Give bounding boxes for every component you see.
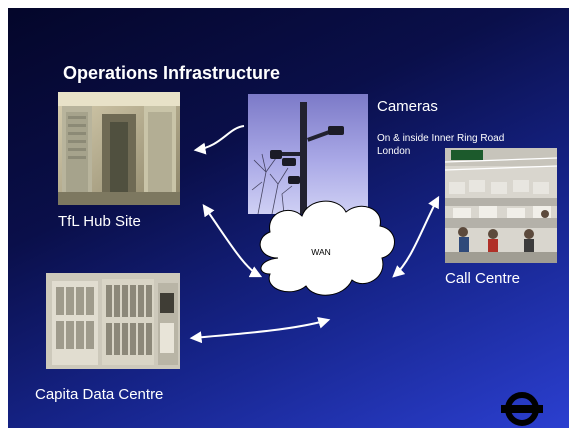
call-centre-photo (445, 148, 557, 263)
arrow-hub-to-wan (202, 204, 263, 278)
wan-cloud: WAN (259, 200, 395, 296)
hub-site-label: TfL Hub Site (58, 213, 141, 230)
call-centre-label: Call Centre (445, 270, 521, 287)
cameras-note-line1: On & inside Inner Ring Road (377, 133, 505, 144)
cameras-photo (248, 94, 368, 214)
wan-label: WAN (311, 247, 331, 257)
data-centre-photo (46, 273, 180, 369)
arrow-datacentre-to-wan (189, 316, 331, 344)
slide-title: Operations Infrastructure (63, 63, 281, 83)
cameras-note-line2: London (377, 146, 411, 157)
arrow-cameras-to-hub (193, 125, 245, 155)
arrow-wan-to-callcentre (392, 195, 440, 278)
data-centre-label: Capita Data Centre (35, 386, 164, 403)
slide: Operations Infrastructure (8, 8, 569, 428)
hub-site-photo (58, 92, 180, 205)
roundel-icon (500, 391, 544, 427)
cameras-label: Cameras (377, 98, 438, 115)
